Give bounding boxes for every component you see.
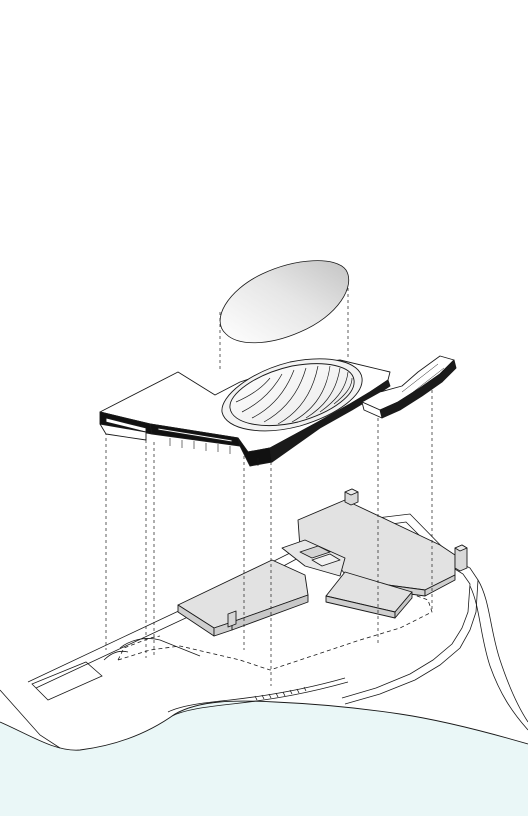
bridge-rails <box>401 363 445 397</box>
west-block-notch <box>227 610 237 628</box>
dome-rib-1 <box>235 377 271 403</box>
dome-rib-6 <box>291 365 331 423</box>
main-hall-tower-top <box>344 488 359 496</box>
west-block-side <box>231 594 309 631</box>
dome-rib-4 <box>263 367 307 423</box>
shoreline <box>0 700 528 751</box>
dome-rib-7 <box>305 367 341 419</box>
roof-canopy <box>219 260 350 344</box>
coast-right <box>477 579 528 723</box>
canopy-shell <box>219 260 350 344</box>
main-hall-roof <box>297 499 456 591</box>
connector-detail <box>299 545 331 559</box>
connector-roof <box>281 539 346 577</box>
promenade-road-inner <box>171 681 349 717</box>
building-west-block <box>177 559 309 637</box>
building-connector <box>281 539 346 577</box>
roof-bridge <box>361 355 457 419</box>
projection-lines <box>105 282 433 686</box>
promenade-hatching <box>254 686 307 701</box>
site-edge-left <box>0 689 61 749</box>
dome-rib-2 <box>241 373 283 413</box>
dome-rib-9 <box>333 377 353 405</box>
connector-detail-2 <box>311 553 341 567</box>
main-hall-side-face <box>424 574 456 597</box>
roof-footprint-dashed <box>117 593 433 671</box>
main-hall-chimney-top <box>454 544 468 552</box>
roof-fins <box>169 438 259 466</box>
water-area <box>0 700 528 816</box>
roof-section-right <box>269 379 391 463</box>
site-path-2 <box>103 650 129 661</box>
water-body <box>0 701 528 816</box>
dome-ribs <box>235 365 353 425</box>
roof-left-box <box>99 423 147 441</box>
dome-rib-5 <box>277 365 319 425</box>
site-path <box>119 638 201 657</box>
building-main-hall <box>297 488 468 597</box>
site-buildings <box>177 488 468 637</box>
south-wing-side <box>394 591 413 619</box>
bridge-cap-box <box>361 401 383 419</box>
pier-outline <box>31 661 103 701</box>
dome-rib-3 <box>251 369 295 419</box>
promenade-road <box>167 677 346 713</box>
coast-right-inner <box>469 585 528 731</box>
dome-rib-8 <box>319 371 349 413</box>
roof-structure <box>99 355 457 467</box>
roof-section-mid-inner <box>157 427 233 443</box>
